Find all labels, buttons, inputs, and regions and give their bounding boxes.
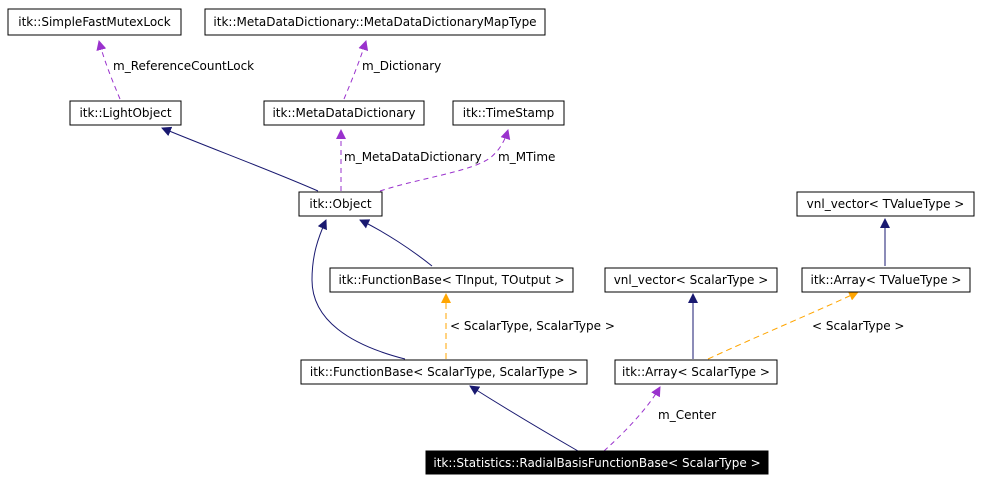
node-light-object[interactable]: itk::LightObject xyxy=(69,100,182,126)
node-meta-data-dictionary-map-type[interactable]: itk::MetaDataDictionary::MetaDataDiction… xyxy=(204,8,546,36)
edge-dictionary xyxy=(343,40,369,100)
edge-center xyxy=(603,386,661,452)
edge-function-base-scalar-inherits-object xyxy=(311,219,406,360)
svg-text:itk::FunctionBase< ScalarType,: itk::FunctionBase< ScalarType, ScalarTyp… xyxy=(310,365,578,379)
svg-text:itk::FunctionBase< TInput, TOu: itk::FunctionBase< TInput, TOutput > xyxy=(338,273,564,287)
edge-label-reference-count-lock: m_ReferenceCountLock xyxy=(113,59,254,73)
svg-text:itk::Array< ScalarType >: itk::Array< ScalarType > xyxy=(622,365,770,379)
node-array-scalartype[interactable]: itk::Array< ScalarType > xyxy=(614,359,778,385)
edge-reference-count-lock xyxy=(96,40,121,100)
svg-text:itk::MetaDataDictionary: itk::MetaDataDictionary xyxy=(272,106,415,120)
edge-label-meta-data-dictionary: m_MetaDataDictionary xyxy=(344,150,482,164)
edge-rbf-inherits-function-base xyxy=(469,385,579,452)
node-function-base-scalartype[interactable]: itk::FunctionBase< ScalarType, ScalarTyp… xyxy=(300,359,588,385)
node-time-stamp[interactable]: itk::TimeStamp xyxy=(452,100,565,126)
svg-text:itk::Array< TValueType >: itk::Array< TValueType > xyxy=(811,273,962,287)
edge-object-inherits-light-object xyxy=(161,126,319,192)
edge-label-array-template: < ScalarType > xyxy=(812,319,905,333)
edge-label-center: m_Center xyxy=(658,408,716,422)
svg-text:itk::TimeStamp: itk::TimeStamp xyxy=(463,106,554,120)
edge-label-function-base-template: < ScalarType, ScalarType > xyxy=(450,319,615,333)
edge-function-base-inherits-object xyxy=(359,219,433,267)
edge-label-dictionary: m_Dictionary xyxy=(362,59,441,73)
node-simple-fast-mutex-lock[interactable]: itk::SimpleFastMutexLock xyxy=(7,8,182,36)
svg-text:vnl_vector< TValueType >: vnl_vector< TValueType > xyxy=(807,197,965,211)
svg-text:vnl_vector< ScalarType >: vnl_vector< ScalarType > xyxy=(614,273,769,287)
svg-text:itk::SimpleFastMutexLock: itk::SimpleFastMutexLock xyxy=(18,15,171,29)
svg-text:itk::LightObject: itk::LightObject xyxy=(79,106,171,120)
node-vnl-vector-scalartype[interactable]: vnl_vector< ScalarType > xyxy=(604,267,778,293)
node-object[interactable]: itk::Object xyxy=(298,191,383,217)
edge-label-mtime: m_MTime xyxy=(498,150,555,164)
svg-text:itk::Object: itk::Object xyxy=(309,197,371,211)
node-function-base-tinput-toutput[interactable]: itk::FunctionBase< TInput, TOutput > xyxy=(329,267,574,293)
svg-text:itk::Statistics::RadialBasisFu: itk::Statistics::RadialBasisFunctionBase… xyxy=(433,456,760,470)
node-array-tvaluetype[interactable]: itk::Array< TValueType > xyxy=(801,267,971,293)
node-vnl-vector-tvaluetype[interactable]: vnl_vector< TValueType > xyxy=(796,191,975,217)
edge-mtime xyxy=(379,129,511,192)
node-radial-basis-function-base[interactable]: itk::Statistics::RadialBasisFunctionBase… xyxy=(425,450,769,475)
node-meta-data-dictionary[interactable]: itk::MetaDataDictionary xyxy=(263,100,425,126)
edge-array-template xyxy=(707,291,859,360)
svg-text:itk::MetaDataDictionary::MetaD: itk::MetaDataDictionary::MetaDataDiction… xyxy=(213,15,536,29)
